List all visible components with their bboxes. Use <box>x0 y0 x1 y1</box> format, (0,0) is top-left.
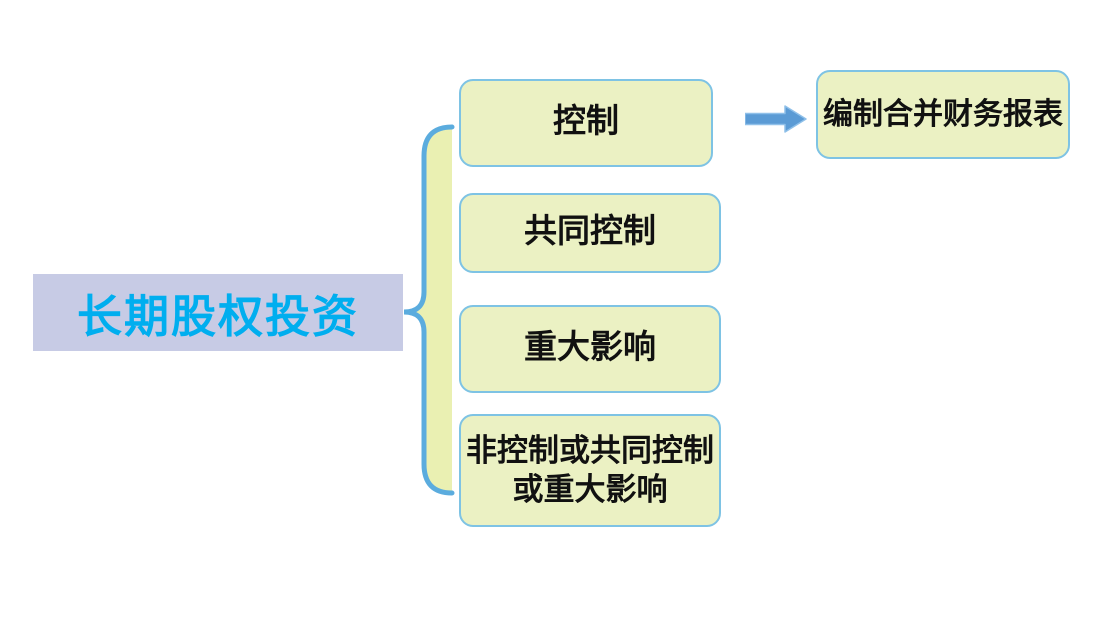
outcome-node-label: 编制合并财务报表 <box>823 97 1063 131</box>
branch-node-no-control-or-influence: 非控制或共同控制 或重大影响 <box>459 414 721 527</box>
branch-node-significant-influence: 重大影响 <box>459 305 721 393</box>
branch-node-joint-control: 共同控制 <box>459 193 721 273</box>
branch-node-joint-control-label: 共同控制 <box>524 214 656 251</box>
branch-node-control-label: 控制 <box>553 104 619 141</box>
brace-connector-icon <box>403 124 455 496</box>
branch-node-no-control-line1: 非控制或共同控制 <box>466 432 714 468</box>
brace-stroke-shape <box>403 124 455 496</box>
brace-fill-shape <box>404 127 452 493</box>
right-arrow-icon <box>745 105 807 133</box>
branch-node-no-control-line2: 或重大影响 <box>512 471 668 507</box>
right-arrow-shape <box>745 105 807 133</box>
root-node-long-term-equity-investment: 长期股权投资 <box>33 274 403 351</box>
branch-node-significant-influence-label: 重大影响 <box>524 330 656 367</box>
outcome-node-consolidated-statements: 编制合并财务报表 <box>816 70 1070 159</box>
branch-node-control: 控制 <box>459 79 713 167</box>
root-node-label: 长期股权投资 <box>76 292 359 342</box>
